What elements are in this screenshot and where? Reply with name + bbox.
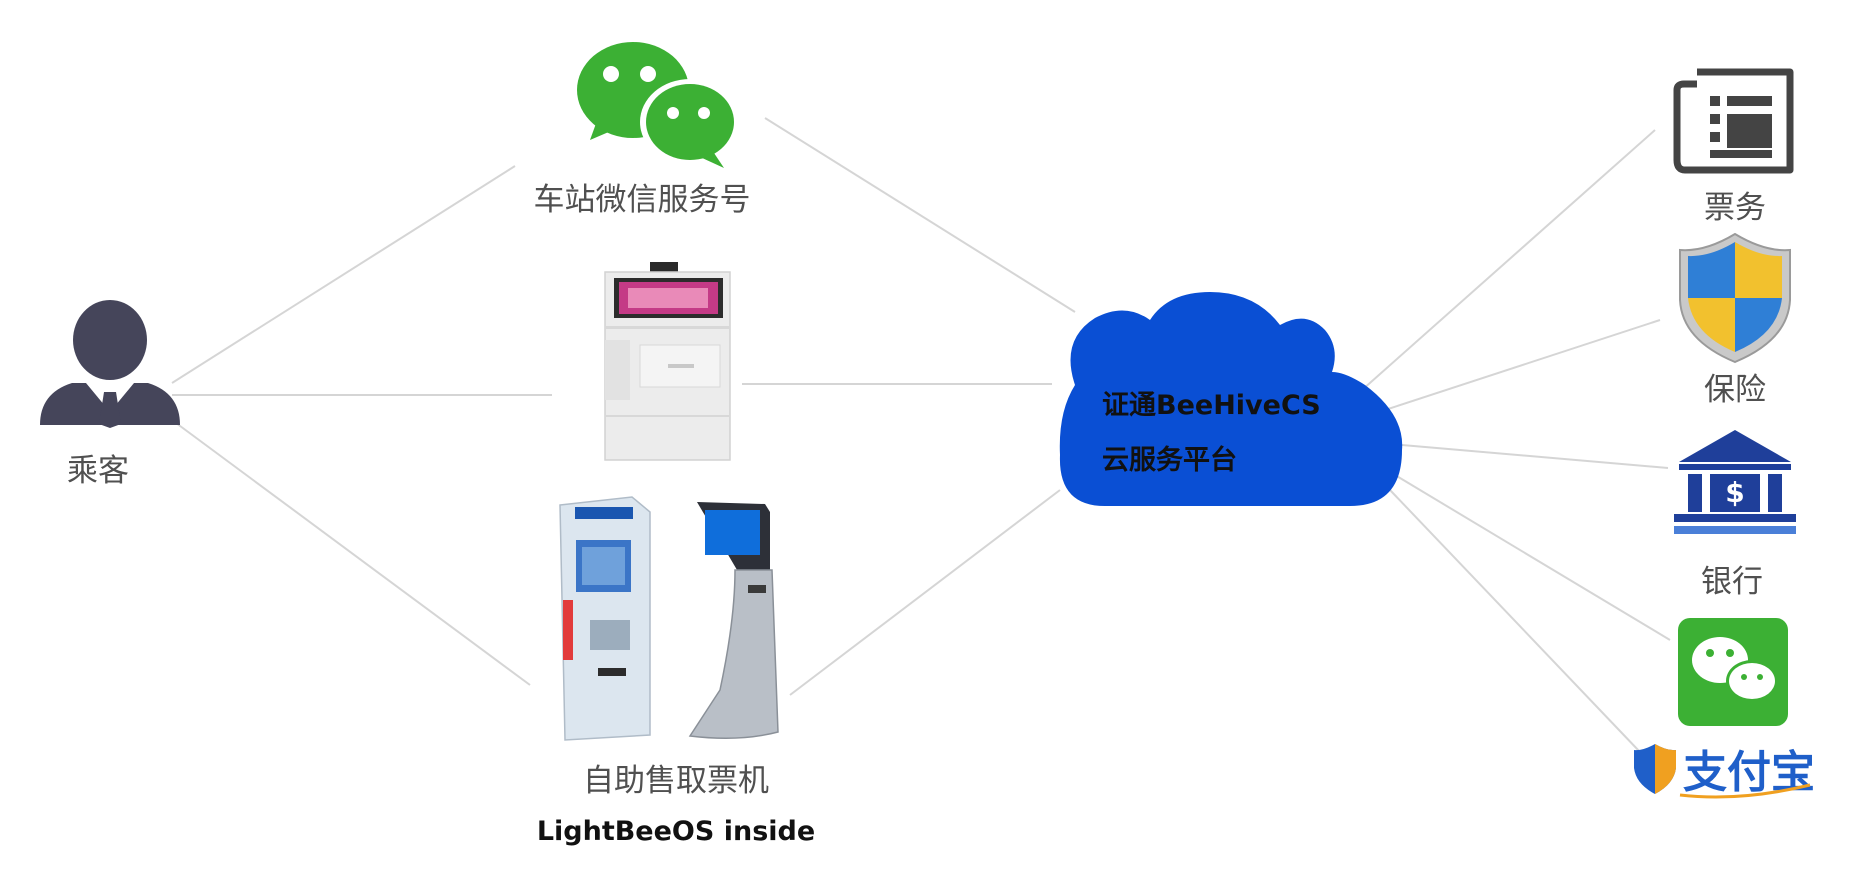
kiosk-node: 自助售取票机 LightBeeOS inside [537,496,815,847]
line-cloud-insurance [1384,319,1661,411]
passenger-node: 乘客 [40,300,180,489]
cloud-platform-node: 证通BeeHiveCS 云服务平台 [1059,292,1403,506]
wechat-service-node: 车站微信服务号 [534,42,751,218]
cloud-title: 证通BeeHiveCS [1102,390,1321,421]
bank-icon: $ [1674,430,1796,534]
line-cloud-bank [1401,444,1669,469]
line-passenger-kiosk [171,419,531,686]
line-passenger-wechat [171,165,516,384]
newspaper-icon [1673,68,1794,174]
line-cloud-alipay [1389,489,1641,753]
cloud-subtitle: 云服务平台 [1102,444,1237,476]
alipay-logo-text: 支付宝 [1683,747,1815,798]
ticketing-node: 票务 [1673,68,1794,226]
insurance-label: 保险 [1704,372,1766,408]
connector-lines [171,117,1671,753]
kiosk-sub-label: LightBeeOS inside [537,816,815,847]
insurance-node: 保险 [1679,232,1791,408]
bank-label: 银行 [1701,564,1763,600]
svg-text:$: $ [1725,476,1744,509]
bank-node: $ 银行 [1674,430,1796,600]
ticketing-label: 票务 [1704,190,1766,226]
person-icon [40,300,180,428]
passenger-label: 乘客 [67,453,129,489]
wechat-service-label: 车站微信服务号 [534,182,751,218]
cloud-shape [1059,292,1403,506]
terminal-machine-icon [604,262,731,461]
alipay-swoosh [1679,783,1811,799]
line-cloud-wechatpay [1394,474,1671,641]
wechat-pay-node [1678,618,1788,726]
kiosk-label: 自助售取票机 [583,763,769,799]
line-kiosk-cloud [789,489,1061,696]
shield-icon [1679,232,1791,364]
alipay-node: 支付宝 [1634,744,1815,799]
alipay-shield-icon [1634,744,1676,794]
kiosk-machine-icon [559,496,779,741]
line-wechat-cloud [764,117,1076,313]
wechat-icon [577,42,740,168]
wechat-pay-icon [1678,618,1788,726]
line-cloud-ticketing [1361,129,1656,391]
smart-terminal-node [604,262,731,461]
